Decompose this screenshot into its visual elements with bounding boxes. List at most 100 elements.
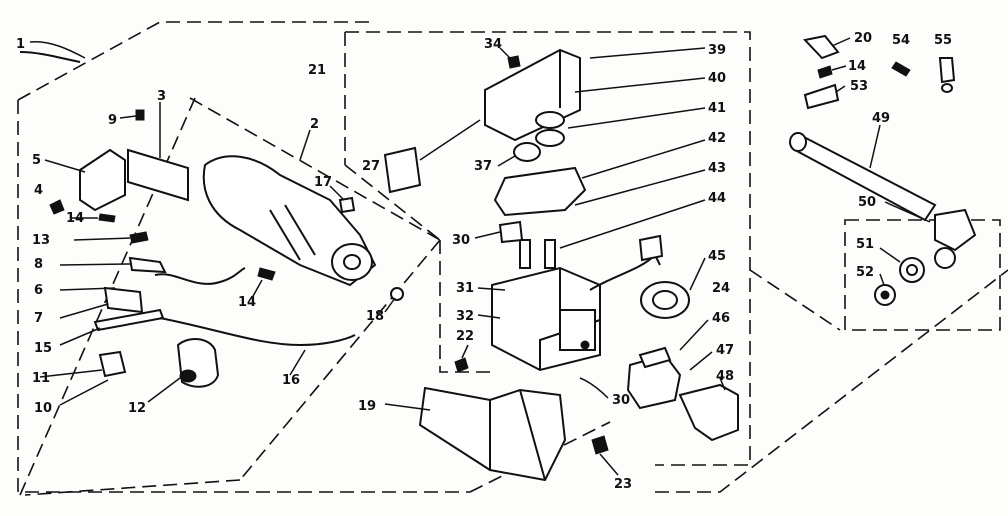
leader-39 [589,47,706,59]
label-6: 6 [34,283,43,298]
leader-43 [574,169,706,206]
part-6-wire [154,267,246,285]
label-15: 15 [34,341,52,356]
leader-30a [474,231,501,239]
part-40-spool [535,111,565,129]
label-49: 49 [872,111,890,126]
washer-hole [880,290,890,300]
nut-hole [906,264,918,276]
label-17: 17 [314,175,332,190]
coil-inner [652,290,678,310]
label-1: 1 [16,37,25,52]
part-3-bracket [127,148,189,202]
tube-end [789,132,807,152]
part-44-pin-a [519,239,531,269]
part-23-screw [591,435,609,455]
leader-44 [559,199,706,249]
leader-32 [477,314,501,319]
label-18: 18 [366,309,384,324]
leader-50 [884,201,931,223]
leader-19 [384,403,431,411]
connector-27 [419,119,481,161]
part-14c-clip [817,65,833,79]
leader-52 [879,273,885,286]
label-23: 23 [614,477,632,492]
part-19-bracket [418,386,567,482]
label-5: 5 [32,153,41,168]
label-20: 20 [854,31,872,46]
part-18-clip [390,287,404,301]
fitting-base [941,83,953,93]
part-51b-ring [934,247,956,269]
part-54-spring [891,61,911,77]
part-20-clip [803,34,840,60]
label-45: 45 [708,249,726,264]
label-21: 21 [308,63,326,78]
leader-31 [477,287,506,291]
part-22-screw [454,357,469,373]
part-7-valve [103,286,144,314]
label-34: 34 [484,37,502,52]
part-50-coupling [934,208,977,252]
burner-kit-boundary [749,219,1001,331]
outline-arc [19,51,81,63]
part-44-pin-b [544,239,556,269]
valve-face [559,309,596,351]
label-16: 16 [282,373,300,388]
module-knob [179,369,197,383]
label-8: 8 [34,257,43,272]
leader-13 [73,237,131,241]
label-31: 31 [456,281,474,296]
burner-ribs [269,204,316,261]
label-14b: 14 [238,295,256,310]
leader-49 [869,124,881,169]
label-54: 54 [892,33,910,48]
label-27: 27 [362,159,380,174]
label-42: 42 [708,131,726,146]
label-55: 55 [934,33,952,48]
leader-12 [147,377,181,403]
part-47-bracket [638,346,672,369]
label-11: 11 [32,371,50,386]
part-45-coil [640,281,690,319]
label-10: 10 [34,401,52,416]
leader-14b [251,279,263,299]
leader-42 [581,139,706,179]
label-52: 52 [856,265,874,280]
leader-11 [39,369,103,378]
part-17-bolt [338,196,356,214]
burner-port [331,243,373,281]
leader-23 [599,453,619,476]
part-15-tube [93,308,165,332]
part-41-spool [535,129,565,147]
leader-46 [679,319,709,351]
label-24: 24 [712,281,730,296]
label-7: 7 [34,311,43,326]
label-9: 9 [108,113,117,128]
part-8-connector [128,256,167,274]
part-27-plate [383,146,422,194]
label-3: 3 [157,89,166,104]
leader-47 [689,351,713,371]
leader-20 [831,37,851,47]
label-47: 47 [716,343,734,358]
label-37: 37 [474,159,492,174]
label-32: 32 [456,309,474,324]
label-39: 39 [708,43,726,58]
part-55-fitting [938,57,956,84]
label-12: 12 [128,401,146,416]
leader-22 [461,344,469,359]
part-9-screw [135,109,145,121]
part-30a-nut [498,220,524,244]
label-48: 48 [716,369,734,384]
label-30a: 30 [452,233,470,248]
leader-53 [835,85,846,93]
leader-18 [384,297,396,313]
leader-7 [59,303,109,319]
part-5-valve [79,148,126,212]
part-4-screw [49,199,65,215]
leader-40 [574,77,706,93]
thermostat-boundary [344,31,751,466]
leader-9 [119,115,137,119]
